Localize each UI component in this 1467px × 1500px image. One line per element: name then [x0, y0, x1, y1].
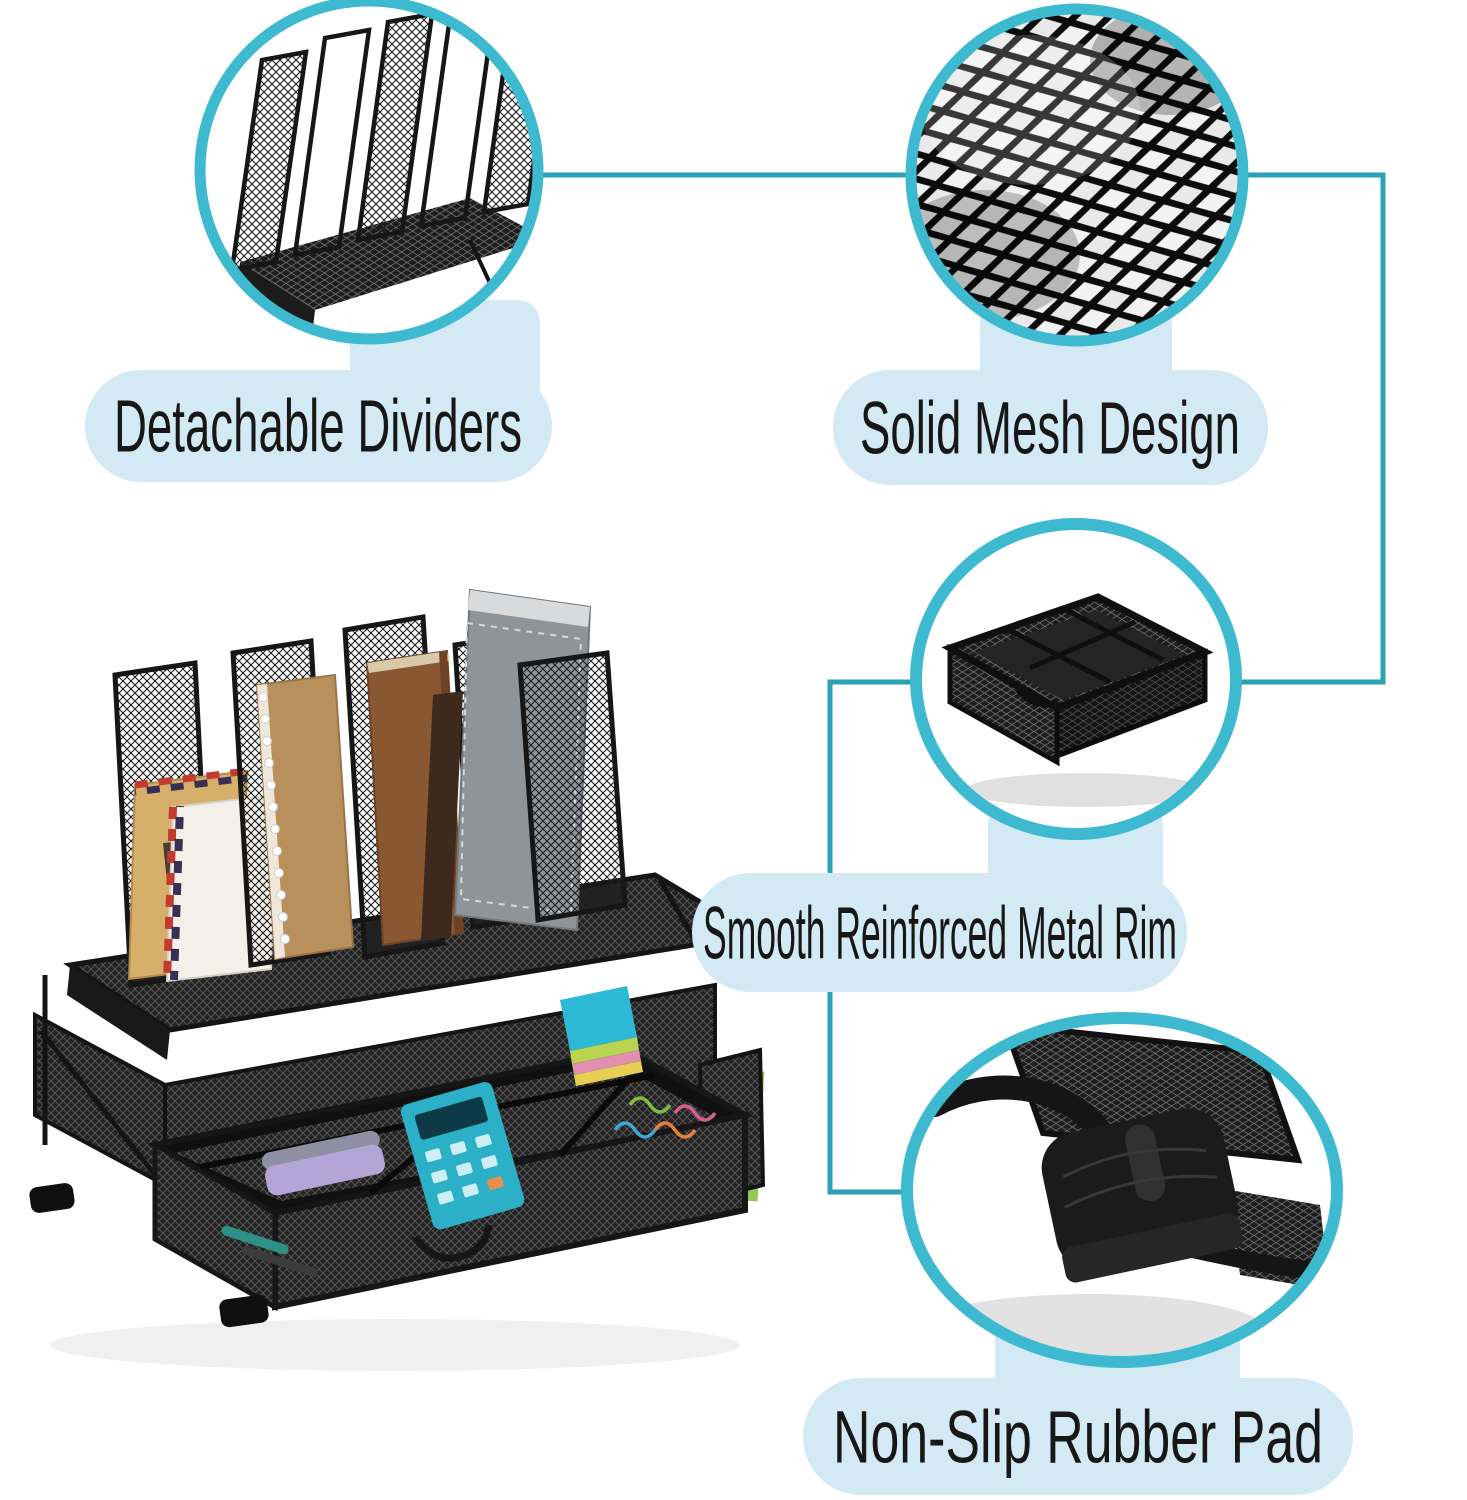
feature-label-solid-mesh-design: Solid Mesh Design — [860, 387, 1240, 470]
desk-organizer-product-photo — [29, 588, 766, 1371]
mesh-texture-closeup-photo — [905, 3, 1249, 347]
rubber-foot-closeup — [1041, 1108, 1243, 1283]
circle-border — [905, 3, 1249, 347]
divider-panel — [292, 27, 372, 258]
feature-label-detachable-dividers: Detachable Dividers — [114, 385, 522, 468]
rubber-foot — [29, 1183, 75, 1213]
spiral-notebook — [255, 673, 355, 961]
drawer-notch — [412, 1224, 493, 1262]
feature-pills: Detachable Dividers Solid Mesh Design Sm… — [85, 370, 1353, 1495]
pens — [221, 1225, 319, 1278]
feature-label-smooth-reinforced-metal-rim: Smooth Reinforced Metal Rim — [703, 892, 1177, 975]
divider-base-tray — [240, 198, 538, 310]
rubber-foot — [219, 1294, 269, 1328]
feature-label-non-slip-rubber-pad: Non-Slip Rubber Pad — [833, 1396, 1323, 1479]
walnut-board — [421, 691, 463, 941]
circle-border — [194, 0, 544, 345]
paper-clips — [613, 1096, 717, 1139]
sticky-notes-stack — [560, 986, 643, 1086]
feature-pill-non-slip-rubber-pad — [803, 1378, 1353, 1495]
calculator — [400, 1082, 525, 1230]
product-shadow — [50, 1319, 740, 1371]
rubber-foot-closeup-photo — [901, 1012, 1343, 1368]
feature-pill-solid-mesh-design — [833, 370, 1268, 485]
tray-notch — [1015, 687, 1060, 708]
mesh-tray-closeup-photo — [910, 518, 1242, 840]
feature-pill-detachable-dividers — [85, 370, 552, 482]
stapler — [261, 1130, 385, 1196]
dividers-closeup-photo — [194, 0, 544, 345]
circle-border — [901, 1012, 1343, 1368]
feature-pill-smooth-reinforced-metal-rim — [692, 873, 1187, 992]
divider-panel — [229, 49, 309, 273]
divider-panel — [517, 650, 628, 923]
connector-label-to-pad-icon — [827, 985, 912, 1195]
circle-border — [910, 518, 1242, 840]
sorter-shelf-edge — [67, 965, 170, 1060]
